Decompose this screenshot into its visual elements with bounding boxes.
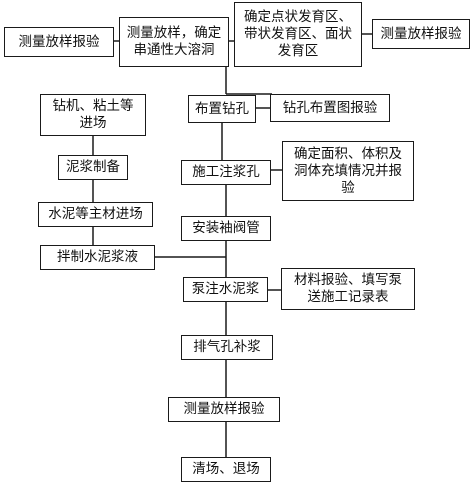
grout-holes-step: 施工注浆孔 [181,160,271,185]
layout-holes-step: 布置钻孔 [188,95,256,123]
mix-slurry-step: 拌制水泥浆液 [40,245,155,270]
mud-prep-step: 泥浆制备 [58,155,128,180]
confirm-volume-step: 确定面积、体积及 洞体充填情况并报 验 [282,141,414,201]
pump-grout-step: 泵注水泥浆 [183,277,268,302]
survey-report-step-1: 测量放样报验 [4,27,114,57]
equipment-entry-step: 钻机、粘土等 进场 [40,94,146,136]
survey-confirm-karst-step: 测量放样，确定 串通性大溶洞 [119,17,229,67]
cement-entry-step: 水泥等主材进场 [38,202,153,227]
material-report-step: 材料报验、填写泵 送施工记录表 [281,268,415,310]
survey-report-step-3: 测量放样报验 [168,397,280,422]
cleanup-step: 清场、退场 [181,457,271,482]
hole-plan-report-step: 钻孔布置图报验 [270,94,390,122]
vent-hole-step: 排气孔补浆 [181,335,273,360]
confirm-zones-step: 确定点状发育区、 带状发育区、面状 发育区 [234,2,362,67]
survey-report-step-2: 测量放样报验 [372,19,470,49]
sleeve-valve-step: 安装袖阀管 [181,216,271,241]
